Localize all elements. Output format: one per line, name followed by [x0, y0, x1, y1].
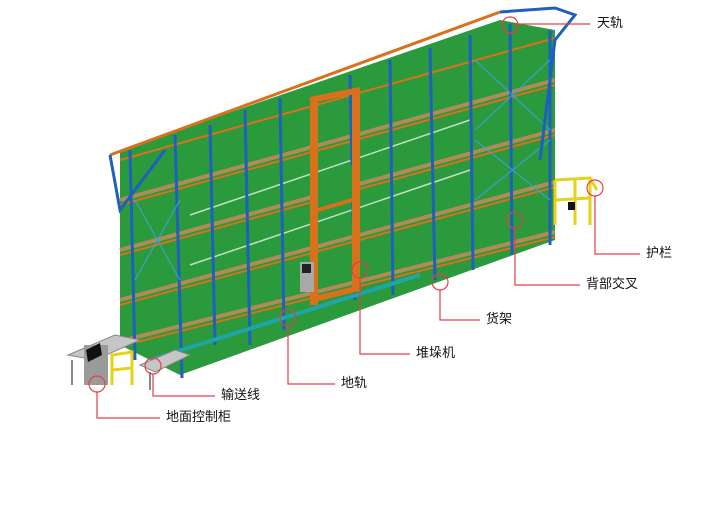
ground-rail [149, 273, 421, 362]
stacker-crane [309, 87, 361, 305]
label-ground-rail: 地轨 [341, 376, 368, 391]
guardrail-structure [553, 176, 599, 225]
label-rack: 货架 [486, 312, 513, 327]
label-back-bracing: 背部交叉 [586, 277, 639, 292]
label-ground-control-cabinet: 地面控制柜 [166, 410, 232, 425]
callouts [88, 16, 640, 419]
label-top-rail: 天轨 [597, 16, 624, 31]
label-stacker-crane: 堆垛机 [416, 346, 456, 361]
ground-control-cabinet [84, 343, 108, 385]
top-rail-structure [108, 6, 578, 214]
label-guardrail: 护栏 [646, 246, 673, 261]
crane-terminal [300, 262, 314, 292]
conveyor-gate [110, 350, 134, 385]
guardrail-device [568, 202, 575, 210]
label-conveyor-line: 输送线 [221, 388, 261, 403]
back-cross-bracing [134, 59, 551, 281]
